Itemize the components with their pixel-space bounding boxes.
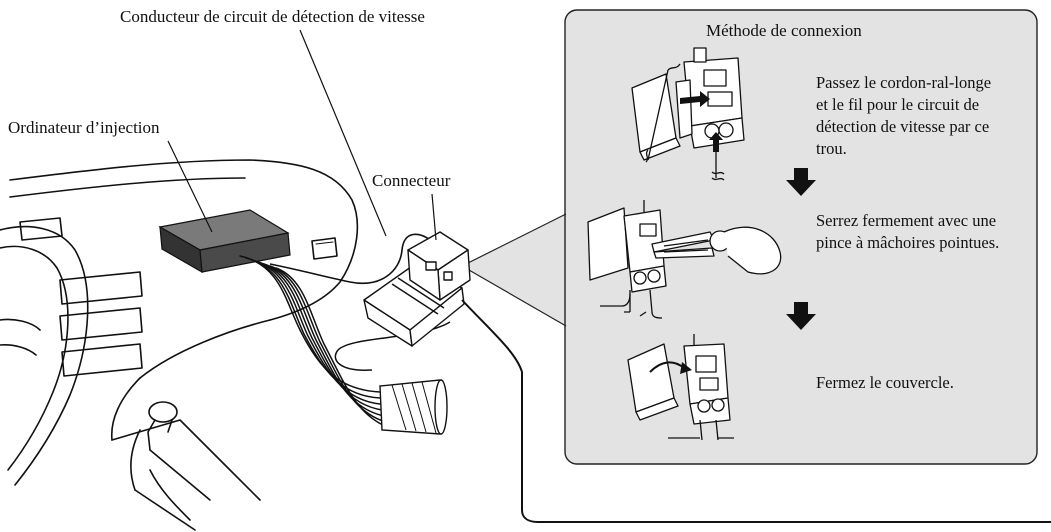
step-1-text: Passez le cordon-ral-longe et le fil pou… [816, 73, 992, 158]
inset-callout-wedge [462, 214, 566, 326]
step-2-illustration [587, 200, 782, 319]
speed-wire-label: Conducteur de circuit de détection de vi… [120, 7, 425, 26]
routed-wire [461, 299, 1051, 523]
wire-harness [239, 255, 391, 429]
injection-computer-label: Ordinateur d’injection [8, 118, 160, 137]
step-2-text: Serrez fermement avec une pince à mâchoi… [816, 211, 1000, 252]
connector-label: Connecteur [372, 171, 451, 190]
step-3-text: Fermez le couvercle. [816, 373, 954, 392]
speed-detection-wire [269, 233, 431, 285]
arrow-into-hole [680, 91, 710, 107]
step-1-illustration [631, 47, 745, 181]
injection-computer-box [158, 209, 291, 274]
harness-jacket [379, 379, 448, 435]
dashboard-drawing [0, 159, 359, 531]
arrow-up-step1 [709, 132, 723, 152]
step-3-illustration [627, 334, 734, 441]
step-arrow-1 [786, 168, 816, 196]
connector-body [363, 231, 471, 347]
inset-title: Méthode de connexion [706, 21, 862, 40]
leader-lines [167, 29, 437, 241]
step-arrow-2 [786, 302, 816, 330]
